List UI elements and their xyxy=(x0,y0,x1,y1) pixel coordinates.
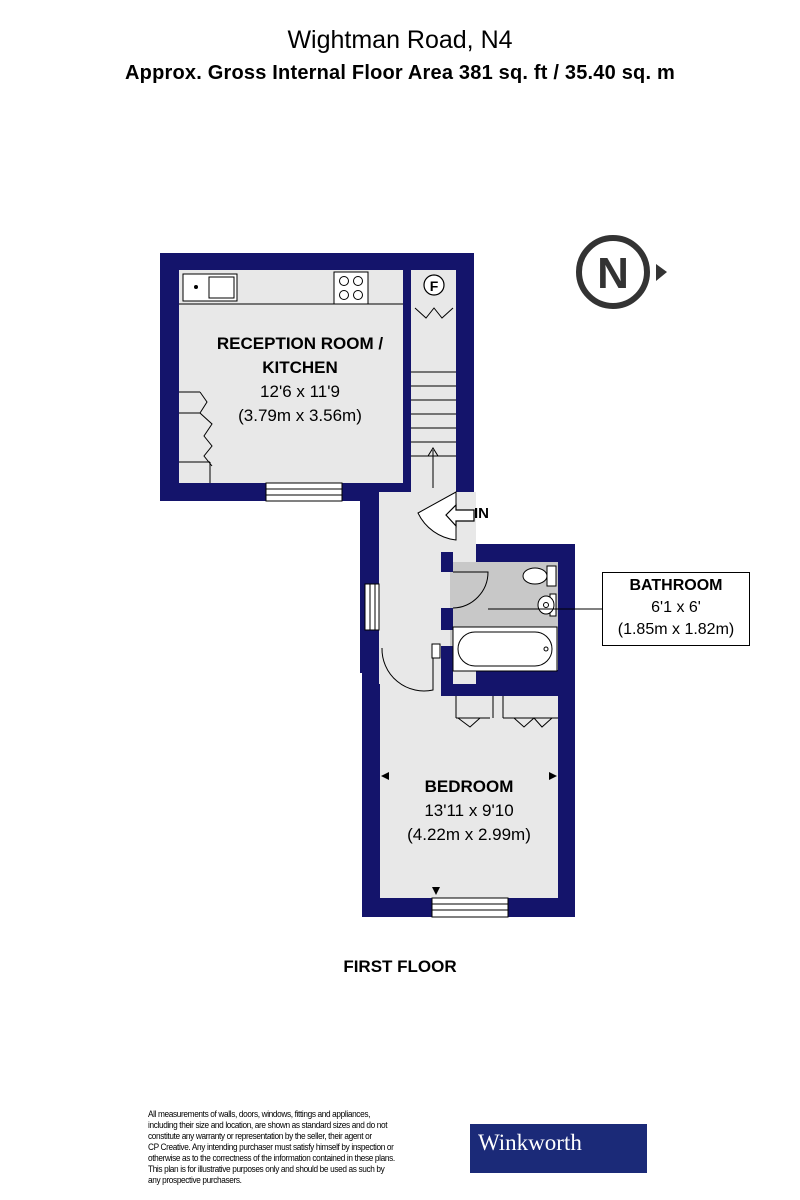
winkworth-logo: Winkworth xyxy=(470,1124,647,1173)
hallway-window xyxy=(364,583,380,631)
reception-imperial: 12'6 x 11'9 xyxy=(260,382,340,401)
plan-title: Wightman Road, N4 xyxy=(287,26,513,54)
bedroom-door xyxy=(381,647,434,692)
bathroom-door xyxy=(452,571,489,609)
compass-icon xyxy=(576,235,667,309)
bathroom-name: BATHROOM xyxy=(629,577,723,594)
disclaimer-line: CP Creative. Any intending purchaser mus… xyxy=(148,1142,394,1152)
bath-icon xyxy=(452,626,558,672)
bedroom-window xyxy=(431,897,509,918)
reception-cupboard xyxy=(179,391,213,483)
bedroom-name: BEDROOM xyxy=(424,777,514,796)
entrance-arrow-icon xyxy=(445,503,475,528)
disclaimer-line: any prospective purchasers. xyxy=(148,1175,242,1185)
disclaimer-line: including their size and location, are s… xyxy=(148,1120,388,1130)
disclaimer-line: otherwise as to the correctness of the i… xyxy=(148,1153,395,1163)
bedroom-imperial: 13'11 x 9'10 xyxy=(424,801,514,820)
plan-subtitle: Approx. Gross Internal Floor Area 381 sq… xyxy=(125,62,675,84)
bathroom-imperial: 6'1 x 6' xyxy=(651,599,701,616)
bathroom-label-box: BATHROOM 6'1 x 6' (1.85m x 1.82m) xyxy=(602,572,750,646)
disclaimer-line: All measurements of walls, doors, window… xyxy=(148,1109,371,1119)
entrance-door xyxy=(417,491,457,541)
bedroom-wardrobes xyxy=(455,696,558,728)
reception-metric: (3.79m x 3.56m) xyxy=(238,406,362,425)
entrance-label: IN xyxy=(474,505,489,522)
floors xyxy=(179,270,558,898)
bathroom-metric: (1.85m x 1.82m) xyxy=(617,621,735,638)
reception-name-line2: KITCHEN xyxy=(262,358,338,377)
disclaimer-line: constitute any warranty or representatio… xyxy=(148,1131,372,1141)
hob-icon xyxy=(333,271,369,305)
floor-label: FIRST FLOOR xyxy=(343,957,457,976)
reception-label: RECEPTION ROOM / KITCHEN 12'6 x 11'9 (3.… xyxy=(190,332,410,428)
sink-icon xyxy=(182,273,238,302)
fridge-label: F xyxy=(430,278,439,294)
bedroom-metric: (4.22m x 2.99m) xyxy=(407,825,531,844)
compass-north-label: N xyxy=(597,249,629,298)
reception-name-line1: RECEPTION ROOM / xyxy=(216,334,384,353)
fridge-icon xyxy=(423,274,445,296)
disclaimer-line: This plan is for illustrative purposes o… xyxy=(148,1164,385,1174)
bedroom-label: BEDROOM 13'11 x 9'10 (4.22m x 2.99m) xyxy=(380,775,558,847)
toilet-icon xyxy=(522,565,557,587)
disclaimer: All measurements of walls, doors, window… xyxy=(148,1109,444,1186)
reception-window xyxy=(265,482,343,502)
staircase xyxy=(411,371,456,488)
